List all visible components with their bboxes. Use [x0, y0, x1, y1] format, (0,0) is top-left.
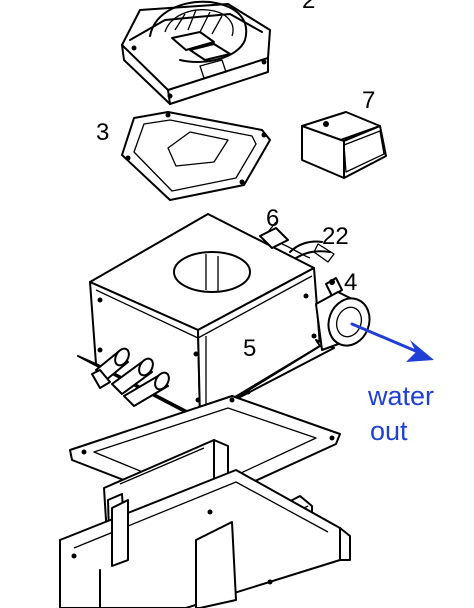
part-label-3: 3: [96, 119, 109, 146]
blower-assembly: [121, 0, 271, 105]
part-label-7: 7: [362, 87, 375, 114]
gasket: [121, 111, 271, 201]
annotation-water: water: [367, 381, 434, 411]
part-label-22: 22: [322, 223, 349, 250]
heat-exchanger-box: [77, 213, 335, 421]
annotation-out: out: [370, 416, 408, 446]
water-out-arrow: [350, 322, 434, 362]
part-label-6: 6: [266, 205, 279, 232]
junction-box: [301, 111, 387, 179]
part-label-5: 5: [243, 335, 256, 362]
part-label-2: 2: [302, 0, 315, 14]
wire-harness: [289, 240, 335, 263]
part-label-4: 4: [344, 269, 357, 296]
firebox: [59, 439, 351, 608]
outlet-fitting: [315, 277, 371, 351]
pipe-stubs: [91, 347, 170, 407]
sensor-switch: [259, 221, 311, 259]
